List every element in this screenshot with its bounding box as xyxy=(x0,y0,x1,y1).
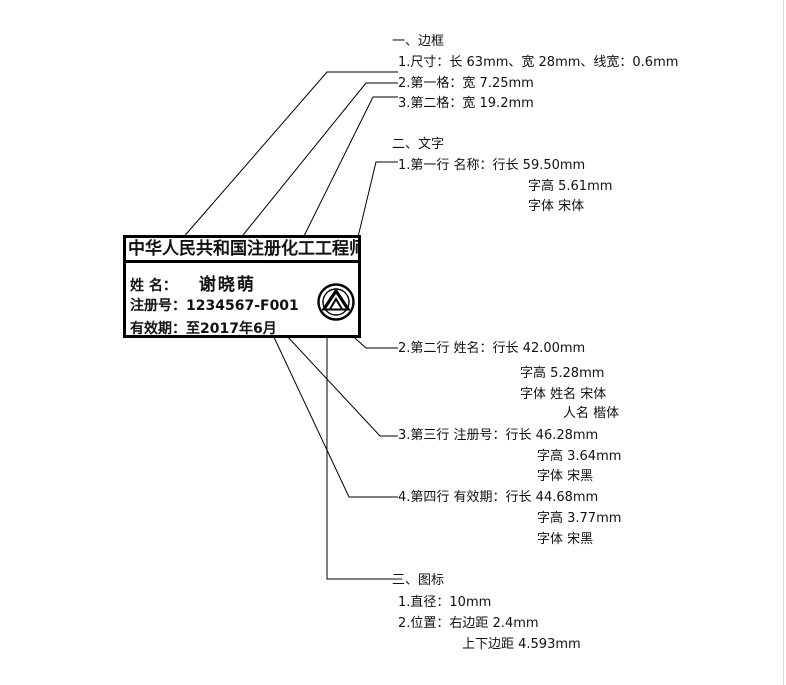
icon-item-position: 2.位置：右边距 2.4mm xyxy=(398,616,539,631)
stamp-valid-row: 有效期：至2017年6月 xyxy=(130,318,277,338)
leader-line-four xyxy=(271,332,398,498)
leader-border-size xyxy=(180,71,398,241)
icon-item-vertical-margin: 上下边距 4.593mm xyxy=(462,637,581,652)
text-line4-font: 字体 宋黑 xyxy=(537,532,594,547)
engineer-emblem-icon xyxy=(317,283,355,321)
text-line4-height: 字高 3.77mm xyxy=(537,511,622,526)
text-line2-font-name: 字体 姓名 宋体 xyxy=(520,387,607,402)
stamp-name-label: 姓 名： xyxy=(130,278,177,294)
text-line1-length: 1.第一行 名称：行长 59.50mm xyxy=(398,158,586,173)
stamp-name-value: 谢晓萌 xyxy=(198,275,256,295)
text-line2-font-person: 人名 楷体 xyxy=(563,406,620,421)
stamp-reg-row: 注册号：1234567-F001 xyxy=(130,295,299,315)
stamp-reg-label: 注册号： xyxy=(130,298,186,314)
page-edge-line xyxy=(783,0,784,685)
icon-heading: 三、图标 xyxy=(392,573,445,588)
text-line2-length: 2.第二行 姓名：行长 42.00mm xyxy=(398,341,586,356)
stamp-title: 中华人民共和国注册化工工程师 xyxy=(126,238,358,263)
leader-icon xyxy=(326,318,398,580)
text-line4-length: 4.第四行 有效期：行长 44.68mm xyxy=(398,490,599,505)
border-heading: 一、边框 xyxy=(392,34,445,49)
seal-stamp: 中华人民共和国注册化工工程师 姓 名：谢晓萌 注册号：1234567-F001 … xyxy=(123,235,361,338)
icon-item-diameter: 1.直径：10mm xyxy=(398,595,492,610)
leader-cell-one xyxy=(238,82,398,241)
stamp-valid-label: 有效期： xyxy=(130,321,186,337)
border-item-cell-one: 2.第一格：宽 7.25mm xyxy=(398,76,534,91)
text-line1-font: 字体 宋体 xyxy=(528,199,585,214)
stamp-reg-value: 1234567-F001 xyxy=(186,298,299,314)
leader-cell-two xyxy=(301,96,398,241)
text-line2-height: 字高 5.28mm xyxy=(520,366,605,381)
leader-line-one xyxy=(351,161,398,263)
stamp-name-row: 姓 名： 谢晓萌 xyxy=(130,270,256,295)
text-line3-height: 字高 3.64mm xyxy=(537,449,622,464)
border-item-cell-two: 3.第二格：宽 19.2mm xyxy=(398,96,534,111)
stamp-valid-value: 至2017年6月 xyxy=(186,321,277,337)
border-item-size: 1.尺寸：长 63mm、宽 28mm、线宽：0.6mm xyxy=(398,55,679,70)
text-heading: 二、文字 xyxy=(392,137,445,152)
text-line3-length: 3.第三行 注册号：行长 46.28mm xyxy=(398,428,599,443)
text-line3-font: 字体 宋黑 xyxy=(537,469,594,484)
leader-line-three xyxy=(271,319,398,437)
text-line1-height: 字高 5.61mm xyxy=(528,179,613,194)
